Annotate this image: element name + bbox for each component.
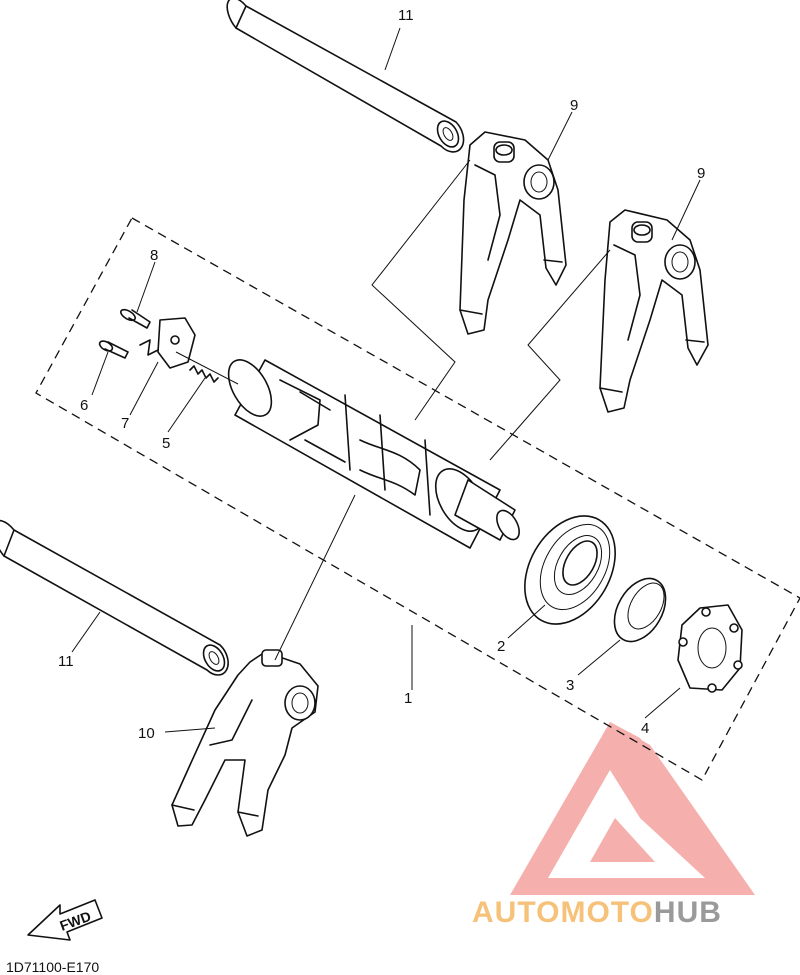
guide-bar-top (226, 0, 465, 153)
stopper-plate (139, 317, 196, 369)
guide-bar-bottom (0, 519, 229, 676)
callout-3: 3 (566, 677, 574, 694)
watermark-part2: HUB (654, 896, 722, 929)
pin-6 (98, 340, 129, 359)
callout-9-upper: 9 (570, 97, 578, 114)
segment (677, 604, 743, 693)
callout-7: 7 (121, 415, 129, 432)
callout-11-bottom: 11 (58, 653, 74, 670)
watermark-part1: AUTOMOTO (472, 896, 654, 929)
callout-2: 2 (497, 638, 505, 655)
callout-1: 1 (404, 690, 412, 707)
callout-10: 10 (138, 725, 155, 742)
bearing (524, 515, 616, 625)
watermark-logo (510, 722, 755, 895)
watermark-text: AUTOMOTOHUB (472, 896, 722, 929)
callout-4: 4 (641, 720, 649, 737)
diagram-code: 1D71100-E170 (6, 959, 99, 975)
callout-11-top: 11 (398, 7, 414, 24)
shift-fork-lower (599, 209, 709, 413)
fwd-arrow-icon: FWD (27, 899, 103, 941)
shift-drum (227, 359, 520, 549)
screw-8 (119, 308, 151, 329)
spring-5 (175, 351, 239, 385)
collar (613, 577, 667, 643)
callout-8: 8 (150, 247, 158, 264)
callout-6: 6 (80, 397, 88, 414)
leader-lines (71, 27, 701, 733)
shift-fork-10 (171, 649, 319, 837)
callout-5: 5 (162, 435, 170, 452)
shift-fork-upper (459, 131, 567, 335)
fwd-label: FWD (58, 908, 93, 934)
assembly-boundary (35, 217, 800, 781)
callout-9-lower: 9 (697, 165, 705, 182)
